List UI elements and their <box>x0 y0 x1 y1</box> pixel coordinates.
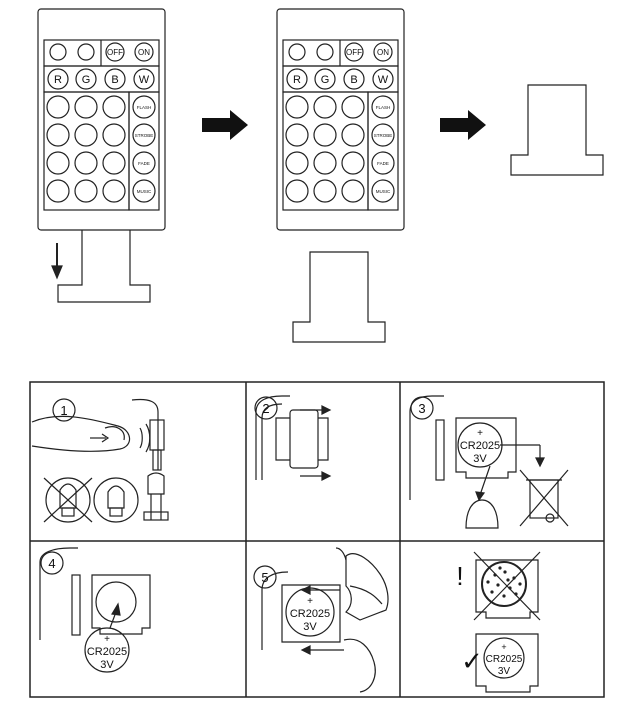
r-label-2: R <box>293 74 301 86</box>
battery-tray-out <box>57 230 151 303</box>
battery-voltage-5: 3V <box>303 621 317 633</box>
battery-plus-6: + <box>501 642 506 652</box>
on-label: ON <box>138 48 150 57</box>
hand-icon <box>345 553 389 621</box>
flash-label: FLASH <box>137 105 152 110</box>
strobe-label-2: STROBE <box>374 133 393 138</box>
check-mark: ✓ <box>461 646 483 676</box>
music-label: MUSIC <box>137 189 152 194</box>
battery-tray-below <box>292 251 386 343</box>
g-label-2: G <box>321 74 330 86</box>
fade-label-2: FADE <box>377 161 389 166</box>
battery-voltage-4: 3V <box>100 659 114 671</box>
flash-label-2: FLASH <box>376 105 391 110</box>
battery-voltage-6: 3V <box>498 666 511 677</box>
sun-bright-icon <box>77 43 95 61</box>
music-label-2: MUSIC <box>376 189 391 194</box>
off-button[interactable] <box>105 42 125 62</box>
g-label: G <box>82 74 91 86</box>
r-label: R <box>54 74 62 86</box>
step-number-5: 5 <box>261 570 268 585</box>
arrow-down-icon <box>51 243 63 280</box>
bulb-icon <box>45 477 91 523</box>
on-button[interactable] <box>134 42 154 62</box>
strobe-label: STROBE <box>135 133 154 138</box>
b-label-2: B <box>350 74 357 86</box>
pull-arrows <box>300 405 332 481</box>
battery-model-5: CR2025 <box>290 608 330 620</box>
sun-dim-icon <box>49 43 67 61</box>
on-label-2: ON <box>377 48 389 57</box>
step-number-2: 2 <box>262 401 269 416</box>
battery-plus-5: + <box>307 596 313 607</box>
color-button-grid[interactable] <box>46 95 126 203</box>
warning-mark: ! <box>456 561 463 591</box>
battery-plus-4: + <box>104 634 110 645</box>
battery-model-4: CR2025 <box>87 646 127 658</box>
battery-model-6: CR2025 <box>486 654 523 665</box>
battery-plus-3: + <box>477 428 483 439</box>
remote-left <box>37 8 166 231</box>
w-label-2: W <box>378 74 389 86</box>
battery-model-3: CR2025 <box>460 440 500 452</box>
step-number-3: 3 <box>418 401 425 416</box>
fade-label: FADE <box>138 161 150 166</box>
off-label-2: OFF <box>346 48 362 57</box>
w-label: W <box>139 74 150 86</box>
dirty-battery-dots <box>486 566 522 598</box>
battery-voltage-3: 3V <box>473 453 487 465</box>
battery-tray-standalone <box>510 84 604 176</box>
step-number-1: 1 <box>60 403 67 418</box>
recycle-bin-crossed-icon <box>519 469 569 527</box>
step-number-4: 4 <box>48 556 55 571</box>
b-label: B <box>111 74 118 86</box>
steps-grid <box>29 381 605 698</box>
arrow-right-icon <box>202 110 248 140</box>
remote-middle <box>276 8 405 231</box>
finger-icon <box>31 415 131 452</box>
off-label: OFF <box>107 48 123 57</box>
